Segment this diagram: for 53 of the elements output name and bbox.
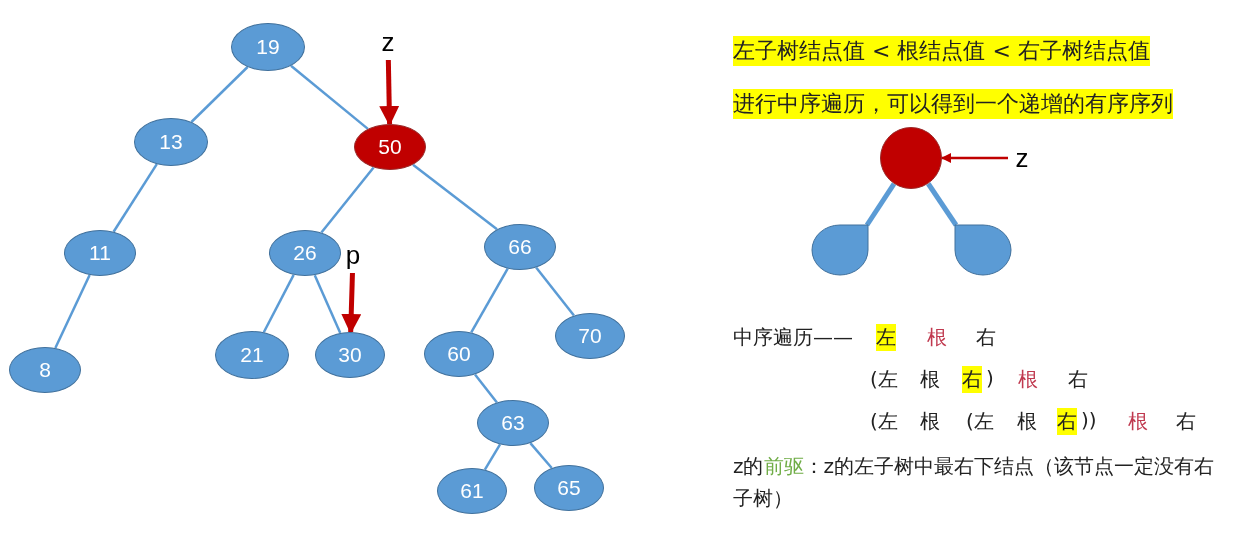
traversal-token: 右 bbox=[962, 366, 982, 393]
pointer-label: z bbox=[381, 26, 395, 58]
traversal-token: 根 bbox=[1128, 408, 1148, 435]
node-value: 11 bbox=[89, 241, 111, 265]
traversal-token: )) bbox=[1081, 408, 1097, 432]
edge-line bbox=[926, 182, 959, 227]
traversal-token: 根 bbox=[920, 366, 940, 393]
highlighted-statement: 左子树结点值 < 根结点值 < 右子树结点值 bbox=[733, 36, 1150, 66]
node-value: 70 bbox=[578, 324, 602, 348]
node-value: 65 bbox=[557, 476, 581, 500]
node-value: 63 bbox=[501, 411, 525, 435]
edge-line bbox=[190, 66, 249, 123]
traversal-token: (左 bbox=[870, 408, 898, 435]
traversal-token: 中序遍历—— bbox=[733, 324, 853, 351]
traversal-token: 根 bbox=[1018, 366, 1038, 393]
edge-line bbox=[54, 274, 91, 349]
pointer-arrow bbox=[341, 272, 362, 334]
traversal-token: 根 bbox=[1017, 408, 1037, 435]
pointer-arrow bbox=[379, 59, 400, 126]
traversal-token: 右 bbox=[1176, 408, 1196, 435]
pointer-label: z bbox=[1015, 142, 1029, 174]
edge-line bbox=[535, 266, 575, 317]
traversal-token: 根 bbox=[927, 324, 947, 351]
traversal-token: 根 bbox=[920, 408, 940, 435]
node-value: 66 bbox=[508, 235, 532, 259]
node-value: 61 bbox=[460, 479, 484, 503]
traversal-token: (左 bbox=[870, 366, 898, 393]
pointer-arrow bbox=[941, 153, 1008, 163]
note-text: z的前驱：z的左子树中最右下结点（该节点一定没有右子树） bbox=[733, 453, 1215, 512]
node-value: 8 bbox=[39, 358, 51, 382]
edge-line bbox=[262, 274, 295, 333]
edge-line bbox=[474, 373, 498, 404]
traversal-token: 右 bbox=[976, 324, 996, 351]
highlighted-statement: 进行中序遍历，可以得到一个递增的有序序列 bbox=[733, 89, 1173, 119]
edge-line bbox=[529, 442, 553, 469]
node-value: 19 bbox=[256, 35, 280, 59]
node-value: 26 bbox=[293, 241, 317, 265]
traversal-token: (左 bbox=[966, 408, 994, 435]
node-value: 60 bbox=[447, 342, 471, 366]
edge-line bbox=[290, 64, 369, 130]
pointer-label: p bbox=[345, 239, 361, 271]
node-value: 30 bbox=[338, 343, 362, 367]
traversal-token: ) bbox=[986, 366, 994, 390]
node-value: 50 bbox=[378, 135, 402, 159]
edge-line bbox=[864, 182, 897, 227]
traversal-token: 右 bbox=[1057, 408, 1077, 435]
node-value: 13 bbox=[159, 130, 183, 154]
traversal-token: 左 bbox=[876, 324, 896, 351]
traversal-token: 右 bbox=[1068, 366, 1088, 393]
edge-line bbox=[320, 166, 375, 234]
edge-line bbox=[313, 274, 342, 334]
edge-line bbox=[412, 163, 498, 231]
node-value: 21 bbox=[240, 343, 264, 367]
